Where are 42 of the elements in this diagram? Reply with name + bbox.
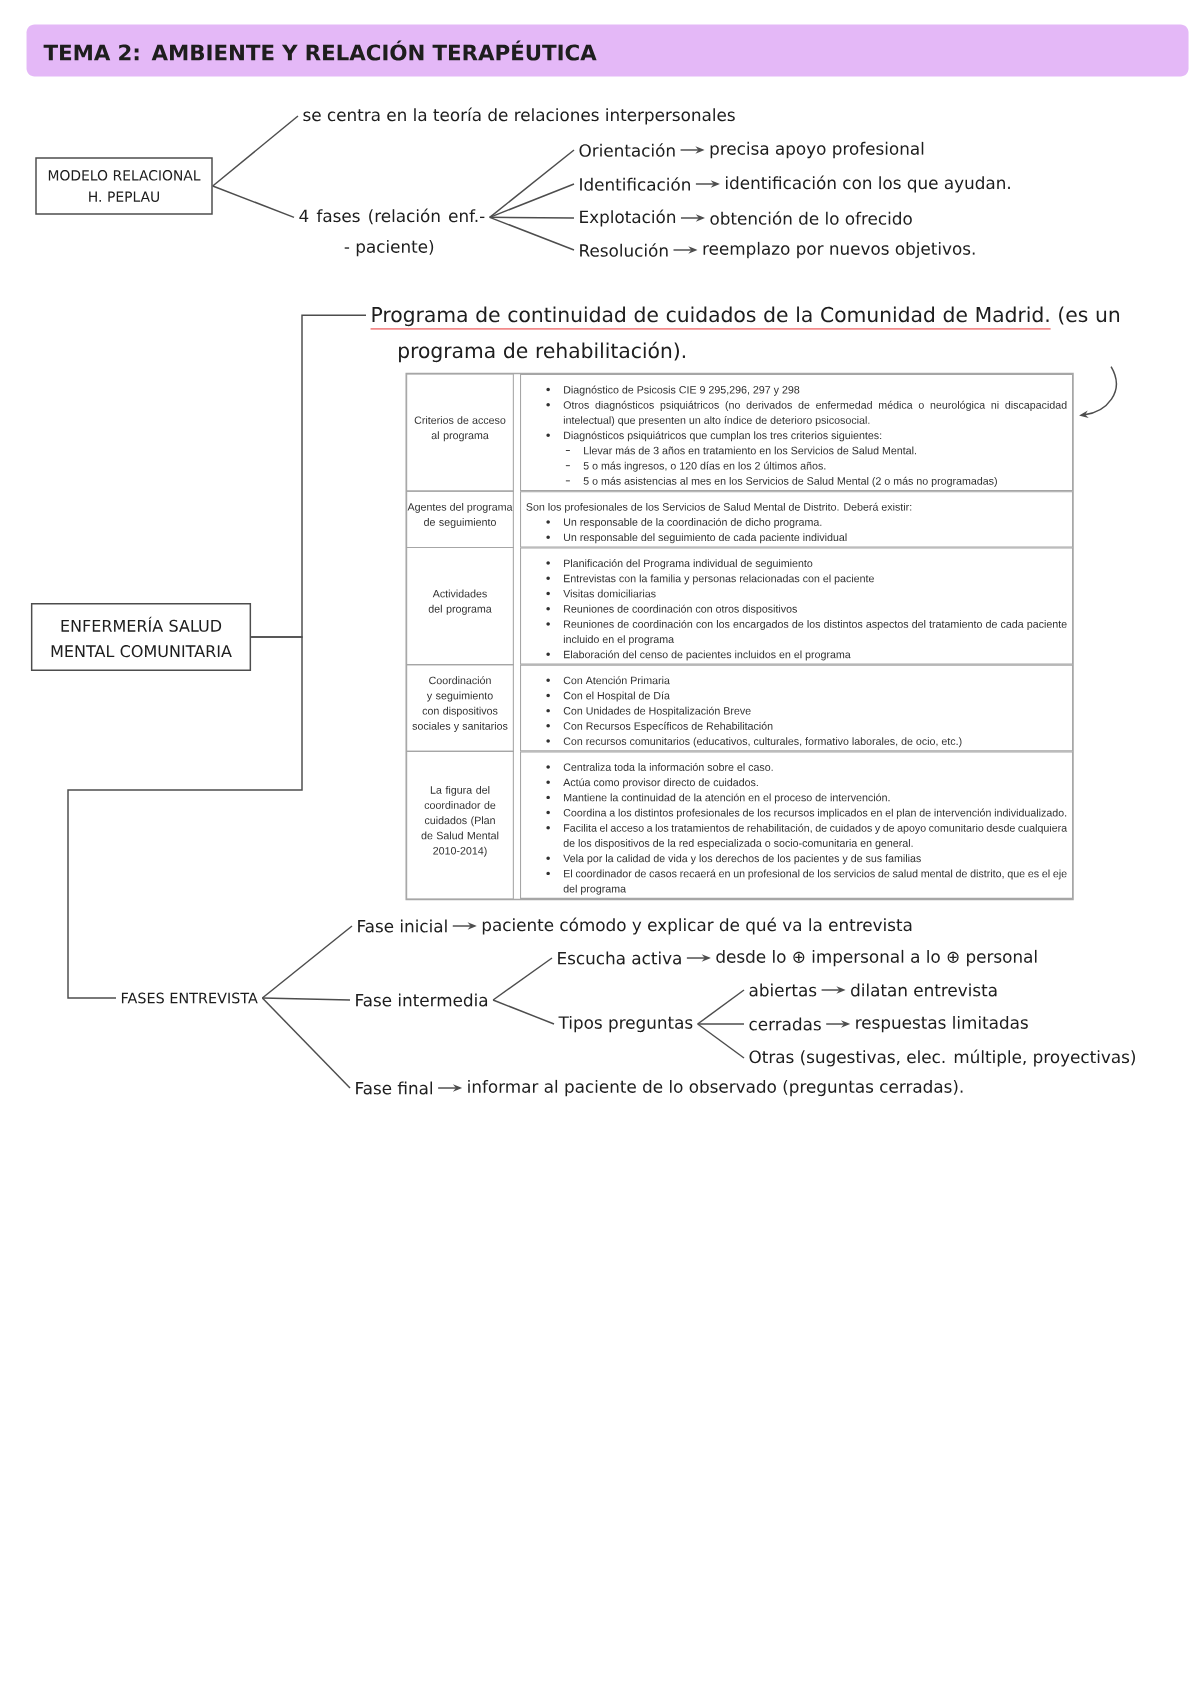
- note-text: paciente cómodo y explicar de qué va la entrevista: [482, 917, 912, 935]
- note-text: 4 fases (relación enf.- - paciente): [299, 208, 485, 257]
- note-text: reemplazo por nuevos objetivos.: [703, 241, 975, 259]
- note-text: precisa apoyo profesional: [710, 141, 924, 159]
- connector-line: [696, 1023, 745, 1025]
- concept-box: ENFERMERÍA SALUD MENTAL COMUNITARIA: [30, 602, 252, 672]
- connector-line: [261, 997, 351, 1001]
- note-text: desde lo ⊕ impersonal a lo ⊕ personal: [716, 949, 1037, 967]
- note-text: cerradas: [749, 1017, 821, 1031]
- note-text: Fase final: [356, 1081, 432, 1095]
- connector-line: [489, 216, 575, 219]
- connector-line: [489, 183, 575, 219]
- title-banner: TEMA 2: AMBIENTE Y RELACIÓN TERAPÉUTICA: [26, 24, 1189, 77]
- note-text: identificación con los que ayudan.: [726, 175, 1010, 193]
- note-text: Fase intermedia: [356, 993, 488, 1007]
- connector-line: [261, 925, 353, 999]
- connector-line: [489, 149, 575, 219]
- note-text: Fase inicial: [358, 919, 447, 933]
- connector-line: [67, 636, 303, 999]
- connector-line: [261, 997, 351, 1089]
- note-text: dilatan entrevista: [851, 983, 997, 997]
- note-text: Escucha activa: [558, 951, 681, 965]
- note-text: obtención de lo ofrecido: [710, 211, 912, 225]
- note-text: respuestas limitadas: [856, 1015, 1028, 1033]
- note-text: Tipos preguntas: [558, 1015, 693, 1033]
- note-text: Orientación: [579, 143, 675, 157]
- note-text: Identificación: [580, 177, 690, 191]
- connector-line: [696, 989, 745, 1025]
- note-text: Programa de continuidad de cuidados de la Comunidad de Madrid. (es un programa de rehabilitación).: [369, 306, 1119, 363]
- table: [405, 372, 1074, 901]
- connector-line: [696, 1023, 745, 1059]
- note-text: abiertas: [749, 983, 817, 997]
- note-text: se centra en la teoría de relaciones interpersonales: [303, 107, 735, 125]
- note-text: Explotación: [580, 209, 676, 227]
- note-text: Resolución: [580, 243, 668, 257]
- connector-line: [212, 185, 295, 219]
- connector-line: [492, 999, 555, 1025]
- note-text: Otras (sugestivas, elec. múltiple, proyectivas): [749, 1049, 1135, 1067]
- connector-line: [489, 216, 575, 251]
- connector-line: [492, 957, 553, 1001]
- note-text: informar al paciente de lo observado (preguntas cerradas).: [468, 1079, 963, 1097]
- connector-line: [212, 115, 299, 187]
